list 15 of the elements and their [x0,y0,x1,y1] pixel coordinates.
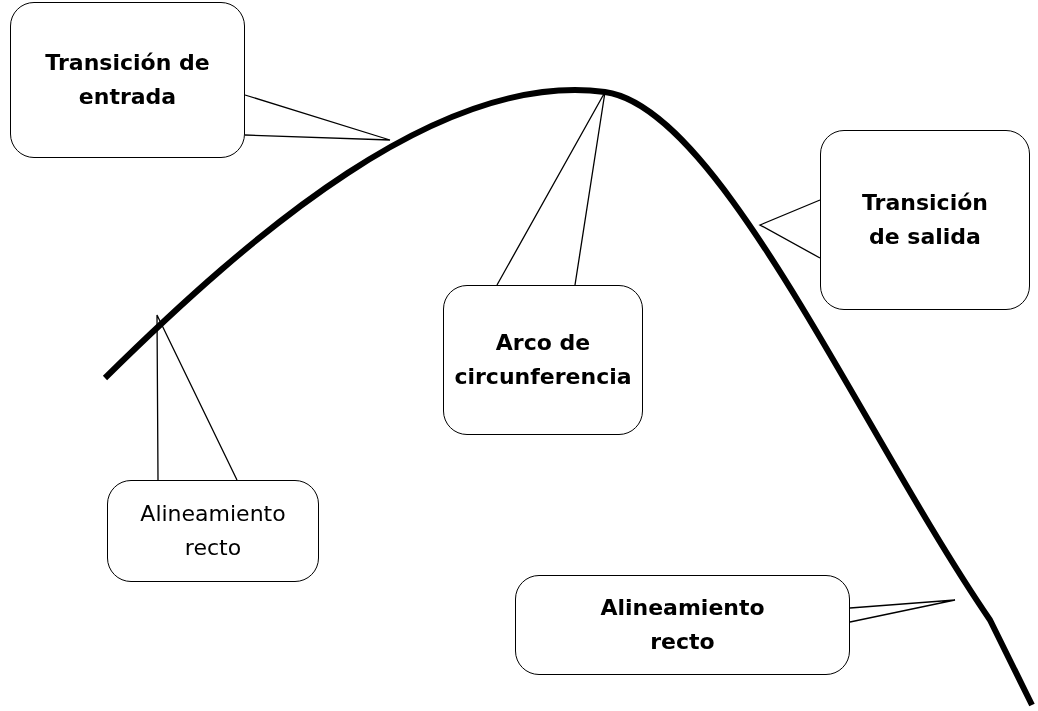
callout-box [107,480,319,582]
leader-line [758,199,821,259]
callout-text: Arco de circunferencia [453,329,633,391]
callout-text: Alineamiento recto [139,500,287,562]
callout-text: Transición de salida [861,189,989,251]
callout-box [820,130,1030,310]
leader-line [156,314,238,481]
callout-box [515,575,850,675]
leader-line [496,91,606,286]
callout-box [443,285,643,435]
leader-line [244,94,391,141]
callout-box [10,2,245,158]
callout-text: Alineamiento recto [599,594,766,656]
leader-line [849,599,956,623]
callout-text: Transición de entrada [44,49,211,111]
